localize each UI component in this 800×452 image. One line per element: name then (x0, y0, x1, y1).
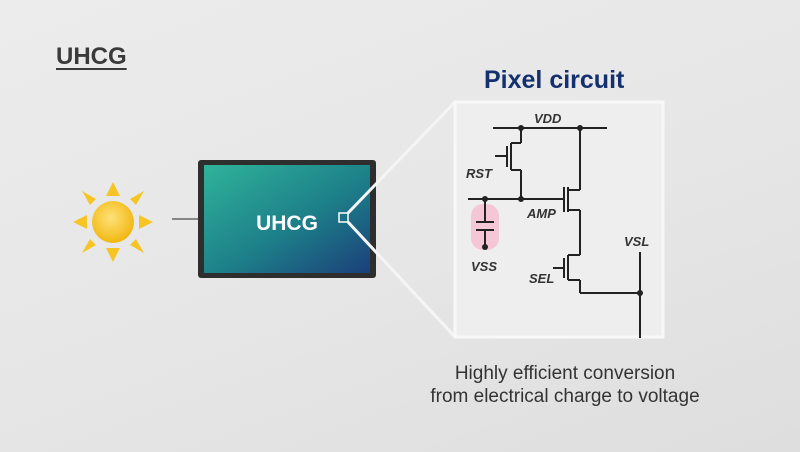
circuit-junctions (482, 125, 643, 296)
sel-label: SEL (529, 271, 554, 286)
vss-label: VSS (471, 259, 497, 274)
zoom-line-bottom (346, 220, 457, 339)
vsl-label: VSL (624, 234, 649, 249)
zoom-line-top (346, 100, 457, 215)
rst-label: RST (466, 166, 493, 181)
pixel-circuit-title: Pixel circuit (484, 66, 625, 94)
pixel-marker (338, 212, 349, 223)
page-title: UHCG (56, 43, 127, 70)
caption-line-1: Highly efficient conversion (454, 363, 676, 384)
vdd-label: VDD (534, 111, 562, 126)
amp-label: AMP (526, 206, 556, 221)
vss-capacitor (471, 199, 499, 250)
caption-line-2: from electrical charge to voltage (430, 386, 700, 407)
chip-label: UHCG (256, 212, 318, 235)
sun-icon (73, 182, 153, 262)
uhcg-chip (198, 160, 376, 278)
